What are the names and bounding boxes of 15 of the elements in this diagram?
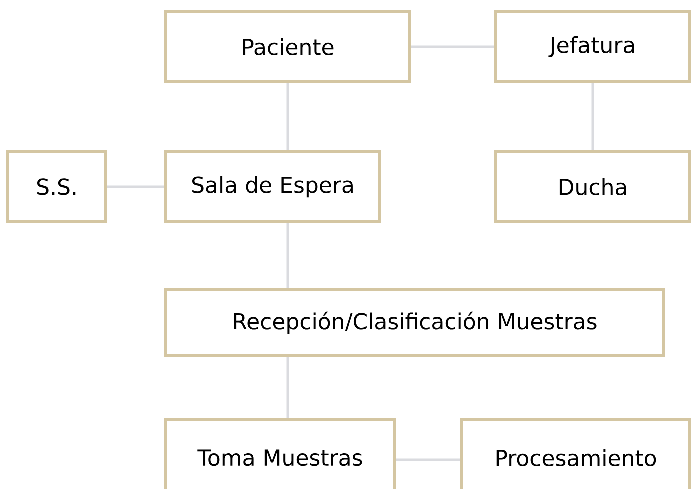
process-box: S.S. (6, 150, 108, 224)
connector-line (410, 46, 496, 48)
process-box: Toma Muestras (164, 418, 396, 489)
connector-line (106, 186, 166, 188)
connector-line (395, 458, 462, 462)
process-box: Recepción/Clasificación Muestras (164, 288, 666, 358)
process-box: Jefatura (494, 10, 692, 84)
connector-line (286, 82, 290, 152)
connector-line (286, 356, 290, 420)
process-box: Paciente (164, 10, 412, 84)
connector-line (286, 222, 290, 290)
process-box: Ducha (494, 150, 692, 224)
process-box: Procesamiento (460, 418, 692, 489)
connector-line (592, 82, 594, 152)
process-box: Sala de Espera (164, 150, 382, 224)
